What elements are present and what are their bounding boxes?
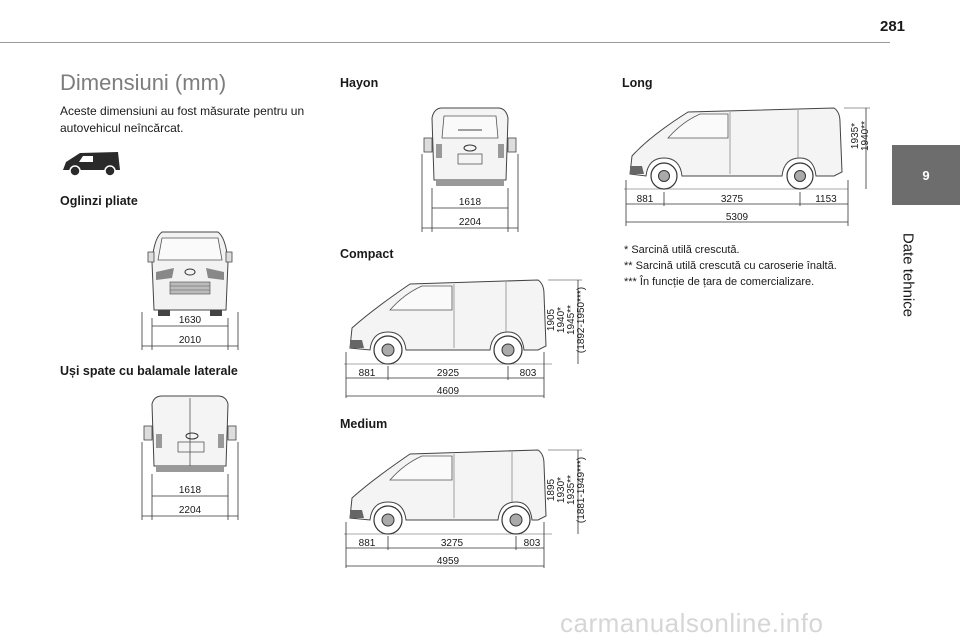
- hayon-outer-width-label: 2204: [459, 217, 482, 228]
- watermark: carmanualsonline.info: [560, 608, 824, 638]
- front-view-diagram: 1630 2010: [141, 231, 239, 350]
- compact-wheelbase: 2925: [437, 368, 460, 379]
- compact-length: 4609: [437, 386, 460, 397]
- van-icon: [63, 152, 120, 177]
- compact-height-3: 1945**: [566, 305, 577, 335]
- hayon-inner-width-label: 1618: [459, 197, 482, 208]
- mirrors-inner-width-label: 1630: [179, 315, 202, 326]
- compact-height-4: (1892-1950***): [576, 287, 587, 353]
- header-divider: [0, 42, 890, 43]
- medium-heading: Medium: [340, 417, 388, 431]
- medium-rear-overhang: 803: [524, 538, 541, 549]
- compact-side-diagram: 881 2925 803 4609 1905 1940* 1945** (189…: [344, 279, 587, 398]
- section-tab-number[interactable]: 9: [892, 145, 960, 205]
- compact-height-1: 1905: [546, 308, 557, 331]
- compact-heading: Compact: [340, 247, 394, 261]
- rear-doors-diagram: 1618 2204: [141, 395, 239, 520]
- mirrors-outer-width-label: 2010: [179, 335, 202, 346]
- long-rear-overhang: 1153: [815, 194, 837, 205]
- intro-text: Aceste dimensiuni au fost măsurate pentr…: [60, 104, 305, 135]
- long-wheelbase: 3275: [721, 194, 744, 205]
- footnotes: * Sarcină utilă crescută. ** Sarcină uti…: [624, 242, 874, 290]
- mirrors-folded-heading: Oglinzi pliate: [60, 194, 138, 208]
- rear-doors-heading: Uși spate cu balamale laterale: [60, 364, 238, 378]
- long-side-diagram: 881 3275 1153 5309 1935* 1940**: [624, 107, 871, 226]
- footnote-3: *** În funcție de țara de comercializare…: [624, 276, 815, 288]
- footnote-2: ** Sarcină utilă crescută cu caroserie î…: [624, 260, 837, 272]
- rear-doors-inner-width-label: 1618: [179, 485, 202, 496]
- long-front-overhang: 881: [637, 194, 654, 205]
- compact-height-2: 1940*: [556, 307, 567, 333]
- long-height-2: 1940**: [860, 121, 871, 151]
- footnote-1: * Sarcină utilă crescută.: [624, 244, 740, 256]
- rear-doors-outer-width-label: 2204: [179, 505, 202, 516]
- compact-front-overhang: 881: [359, 368, 376, 379]
- compact-rear-overhang: 803: [520, 368, 537, 379]
- medium-height-2: 1930*: [556, 477, 567, 503]
- medium-side-diagram: 881 3275 803 4959 1895 1930* 1935** (188…: [344, 449, 587, 568]
- medium-front-overhang: 881: [359, 538, 376, 549]
- long-height-1: 1935*: [850, 123, 861, 149]
- medium-height-3: 1935**: [566, 475, 577, 505]
- medium-length: 4959: [437, 556, 460, 567]
- medium-height-1: 1895: [546, 478, 557, 501]
- long-heading: Long: [622, 76, 653, 90]
- page-title: Dimensiuni (mm): [60, 70, 227, 95]
- section-tab-label: Date tehnice: [868, 215, 948, 335]
- medium-wheelbase: 3275: [441, 538, 464, 549]
- hayon-diagram: 1618 2204: [421, 107, 519, 232]
- medium-height-4: (1881-1949***): [576, 457, 587, 523]
- page-number: 281: [880, 18, 906, 35]
- long-length: 5309: [726, 212, 749, 223]
- section-tab-text: Date tehnice: [899, 232, 917, 318]
- hayon-heading: Hayon: [340, 76, 379, 90]
